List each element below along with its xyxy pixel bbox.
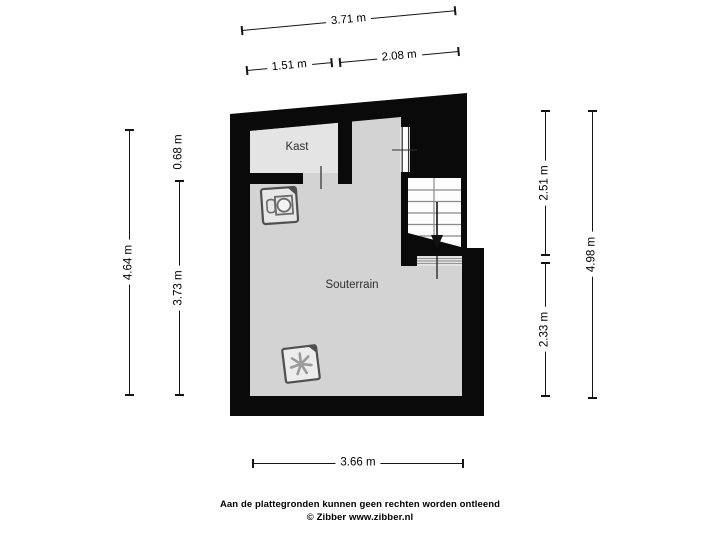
dimension-left-inner-bottom: 3.73 m bbox=[171, 180, 187, 396]
kast-room-floor bbox=[250, 123, 338, 173]
ventilation-icon bbox=[281, 344, 321, 384]
stairs-down-arrow-icon bbox=[431, 235, 443, 249]
footer-copyright: © Zibber www.zibber.nl bbox=[306, 511, 414, 523]
dimension-left-outer: 4.64 m bbox=[121, 129, 137, 396]
dimension-label: 3.66 m bbox=[335, 455, 381, 471]
souterrain-room-floor bbox=[250, 117, 462, 396]
dimension-right-inner-top: 2.51 m bbox=[537, 110, 553, 256]
dimension-label: 4.64 m bbox=[121, 239, 137, 286]
kast-right-wall bbox=[338, 121, 352, 184]
dimension-label: 2.51 m bbox=[537, 160, 553, 206]
dimension-bottom: 3.66 m bbox=[252, 455, 464, 471]
dimension-label: 4.98 m bbox=[584, 231, 600, 278]
washing-machine-icon bbox=[259, 185, 300, 226]
stair-side-wall-stub bbox=[401, 248, 417, 266]
dimension-left-inner-top: 0.68 m bbox=[171, 129, 187, 175]
souterrain-room-label: Souterrain bbox=[325, 279, 378, 291]
footer-disclaimer: Aan de plattegronden kunnen geen rechten… bbox=[219, 499, 501, 510]
dimension-label: 0.68 m bbox=[171, 129, 187, 175]
kast-bottom-wall bbox=[250, 173, 303, 184]
dimension-label: 3.73 m bbox=[171, 265, 187, 311]
dimension-label: 2.33 m bbox=[537, 306, 553, 353]
kast-room-label: Kast bbox=[285, 141, 309, 153]
dimension-right-outer: 4.98 m bbox=[584, 110, 600, 399]
window-icon bbox=[392, 127, 417, 172]
footer: Aan de plattegronden kunnen geen rechten… bbox=[0, 499, 720, 524]
dimension-right-inner-bottom: 2.33 m bbox=[537, 262, 553, 397]
